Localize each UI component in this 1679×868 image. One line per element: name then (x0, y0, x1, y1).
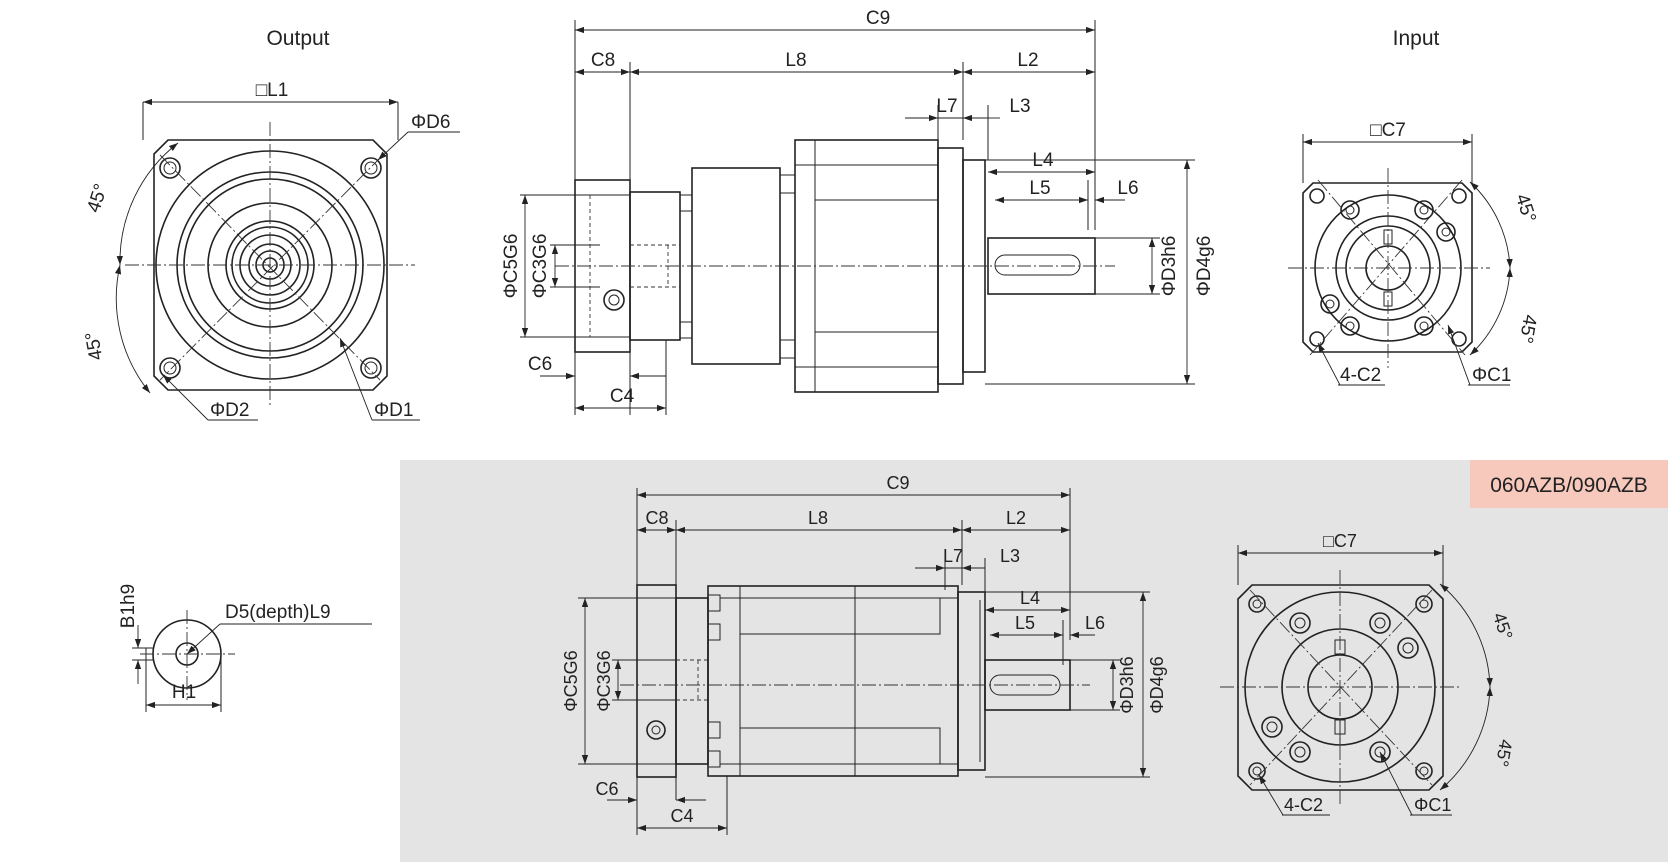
variant-panel (400, 460, 1668, 862)
top-side-view: C9 C8 L8 L2 L7 L3 L4 L5 L6 (501, 8, 1215, 415)
dim-C1-top: ΦC1 (1472, 365, 1511, 386)
angle-45-input-upper: 45° (1511, 191, 1540, 225)
shaft-key-detail: B1h9 D5(depth)L9 H1 (118, 584, 372, 712)
angle-45-variant-lower: 45° (1492, 738, 1516, 768)
dim-L3-variant: L3 (1000, 546, 1020, 566)
dim-D1: ΦD1 (374, 400, 413, 421)
dim-L8: L8 (785, 50, 806, 71)
angle-45-input-lower: 45° (1515, 313, 1541, 345)
dim-L1: □L1 (256, 80, 289, 101)
dim-D5: D5(depth)L9 (225, 602, 331, 623)
output-title: Output (266, 27, 329, 50)
dim-L2: L2 (1017, 50, 1038, 71)
dim-C4: C4 (610, 386, 635, 407)
dim-C4-variant: C4 (670, 806, 693, 826)
output-flange-view: Output □L1 45° 45° (82, 27, 460, 421)
dim-C2-variant: 4-C2 (1284, 795, 1323, 815)
dim-D6: ΦD6 (411, 112, 450, 133)
dim-C5-variant: ΦC5G6 (561, 650, 581, 711)
dim-C9-variant: C9 (886, 473, 909, 493)
dim-L6: L6 (1117, 178, 1138, 199)
dim-L7: L7 (936, 96, 957, 117)
dim-C2-top: 4-C2 (1340, 365, 1381, 386)
dim-H1: H1 (172, 682, 196, 703)
input-title: Input (1393, 27, 1440, 50)
dim-C8: C8 (591, 50, 615, 71)
dim-C5: ΦC5G6 (501, 234, 522, 299)
dim-D3-variant: ΦD3h6 (1117, 656, 1137, 713)
dim-L4-variant: L4 (1020, 588, 1040, 608)
variant-badge-bg (1470, 460, 1668, 508)
dim-L3: L3 (1009, 96, 1030, 117)
dim-C6-variant: C6 (595, 779, 618, 799)
dim-C9: C9 (866, 8, 890, 29)
dim-C1-variant: ΦC1 (1414, 795, 1451, 815)
angle-45-upper: 45° (83, 181, 112, 215)
dim-L8-variant: L8 (808, 508, 828, 528)
dim-C6: C6 (528, 354, 552, 375)
dim-B1: B1h9 (118, 584, 139, 628)
angle-45-lower: 45° (82, 330, 108, 362)
dim-C3: ΦC3G6 (530, 234, 551, 299)
dim-L5-variant: L5 (1015, 613, 1035, 633)
input-flange-view: Input □C7 45° 45° 4 (1288, 27, 1540, 386)
dim-D4: ΦD4g6 (1194, 236, 1215, 297)
dim-D4-variant: ΦD4g6 (1147, 656, 1167, 713)
dim-L2-variant: L2 (1006, 508, 1026, 528)
dim-C3-variant: ΦC3G6 (594, 650, 614, 711)
dim-C8-variant: C8 (645, 508, 668, 528)
dim-L7-variant: L7 (943, 546, 963, 566)
dim-C7-variant: □C7 (1323, 531, 1357, 551)
dim-C7-top: □C7 (1370, 120, 1406, 141)
dim-L5: L5 (1029, 178, 1050, 199)
dim-L6-variant: L6 (1085, 613, 1105, 633)
variant-badge: 060AZB/090AZB (1490, 474, 1648, 497)
variant-side-view: C9 C8 L8 L2 L7 L3 L4 L5 L6 (561, 473, 1167, 835)
dim-D3: ΦD3h6 (1159, 236, 1180, 297)
dim-D2: ΦD2 (210, 400, 249, 421)
